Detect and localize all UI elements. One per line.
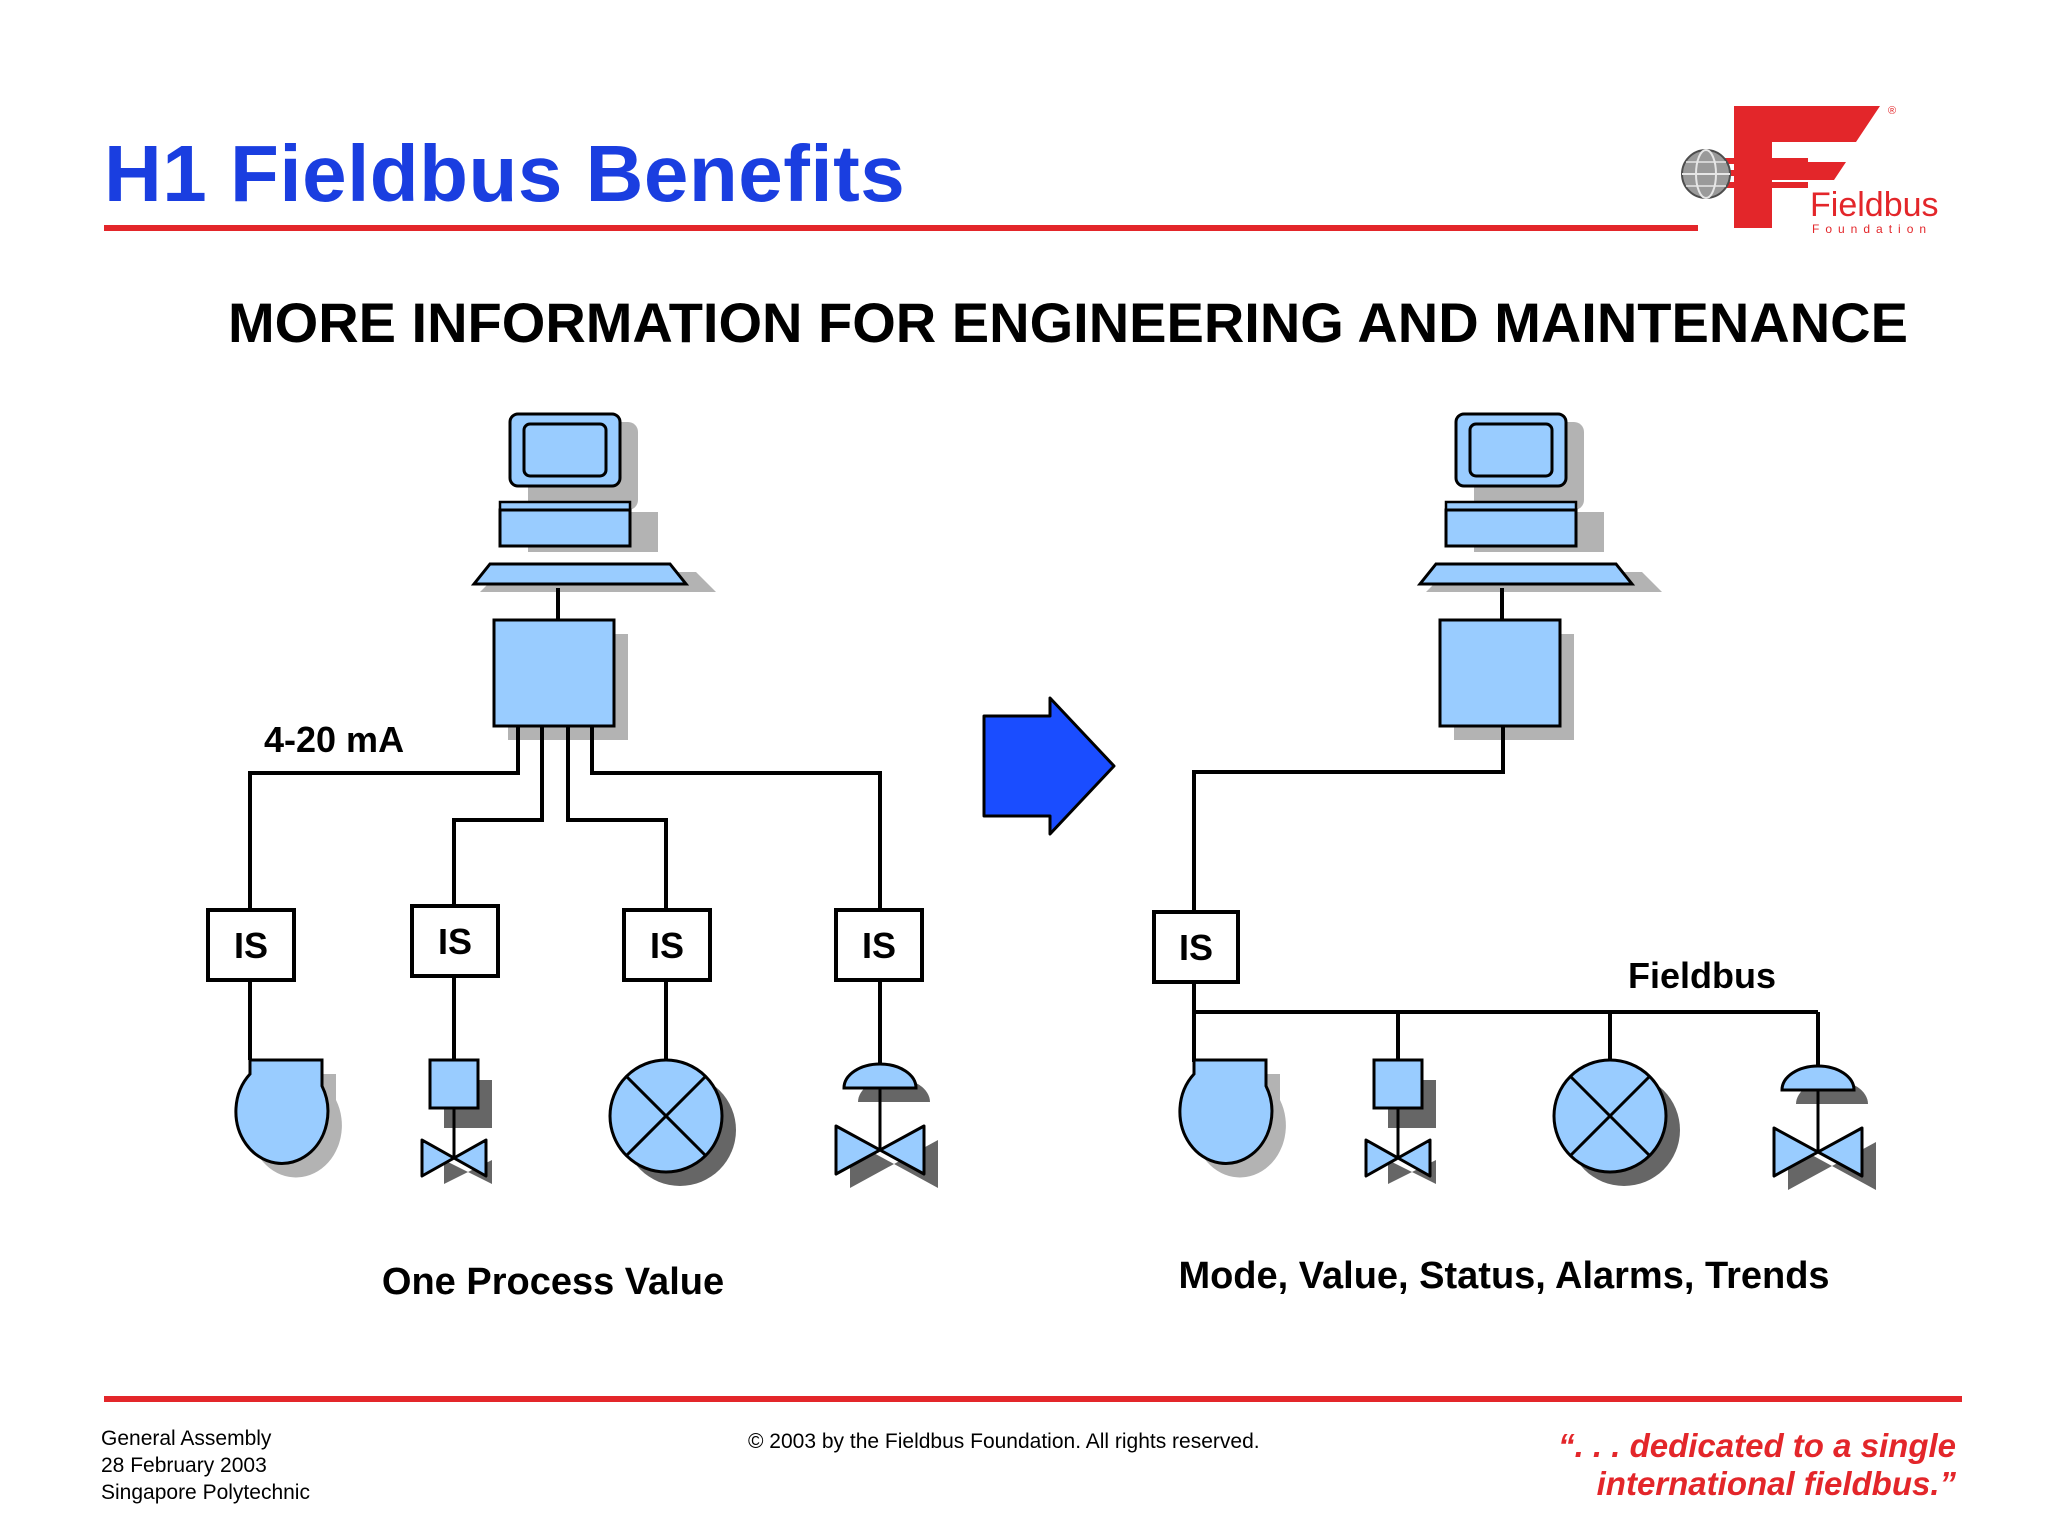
controller-icon <box>1438 618 1576 742</box>
subtitle: MORE INFORMATION FOR ENGINEERING AND MAI… <box>228 291 1908 354</box>
tagline-line-2: international fieldbus.” <box>1596 1465 1956 1502</box>
analog-wiring <box>248 726 882 1074</box>
registered-mark: ® <box>1888 105 1896 117</box>
foundation-tagline: “. . . dedicated to a single internation… <box>1558 1427 1956 1503</box>
svg-text:IS: IS <box>650 925 684 966</box>
pump-icon <box>234 1058 344 1179</box>
logo-tagline: Foundation <box>1812 222 1932 236</box>
right-caption: Mode, Value, Status, Alarms, Trends <box>1178 1255 1829 1297</box>
title-divider <box>104 225 1698 231</box>
fieldbus-foundation-logo: ® Fieldbus Foundation <box>1681 105 1939 236</box>
signal-label: 4-20 mA <box>264 719 404 760</box>
control-valve-icon <box>1772 1064 1878 1192</box>
pump-icon <box>1178 1058 1288 1179</box>
left-caption: One Process Value <box>382 1261 724 1303</box>
fieldbus-wiring <box>1192 726 1820 1068</box>
bus-label: Fieldbus <box>1628 955 1776 996</box>
copyright-notice: © 2003 by the Fieldbus Foundation. All r… <box>748 1430 1260 1453</box>
svg-text:IS: IS <box>862 925 896 966</box>
is-barrier: IS <box>622 908 712 982</box>
footer-divider <box>104 1396 1962 1402</box>
footer-venue: Singapore Polytechnic <box>101 1481 310 1504</box>
footer-date: 28 February 2003 <box>101 1454 267 1477</box>
footer-event: General Assembly <box>101 1427 272 1450</box>
logo-name: Fieldbus <box>1810 186 1939 224</box>
workstation-icon <box>472 412 718 594</box>
control-valve-icon <box>834 1062 940 1190</box>
tagline-line-1: “. . . dedicated to a single <box>1558 1427 1956 1464</box>
is-barrier: IS <box>834 908 924 982</box>
is-barrier: IS <box>410 904 500 978</box>
arrow-right-icon <box>982 696 1116 836</box>
is-barrier: IS <box>1152 910 1240 984</box>
page-title: H1 Fieldbus Benefits <box>104 129 906 218</box>
controller-icon <box>492 618 630 742</box>
svg-text:IS: IS <box>234 925 268 966</box>
svg-text:IS: IS <box>438 921 472 962</box>
svg-text:IS: IS <box>1179 927 1213 968</box>
is-barrier: IS <box>206 908 296 982</box>
solenoid-valve-icon <box>420 1058 494 1186</box>
flowmeter-icon <box>608 1058 738 1188</box>
solenoid-valve-icon <box>1364 1058 1438 1186</box>
flowmeter-icon <box>1552 1058 1682 1188</box>
footer-event-info: General Assembly 28 February 2003 Singap… <box>101 1425 310 1506</box>
workstation-icon <box>1418 412 1664 594</box>
